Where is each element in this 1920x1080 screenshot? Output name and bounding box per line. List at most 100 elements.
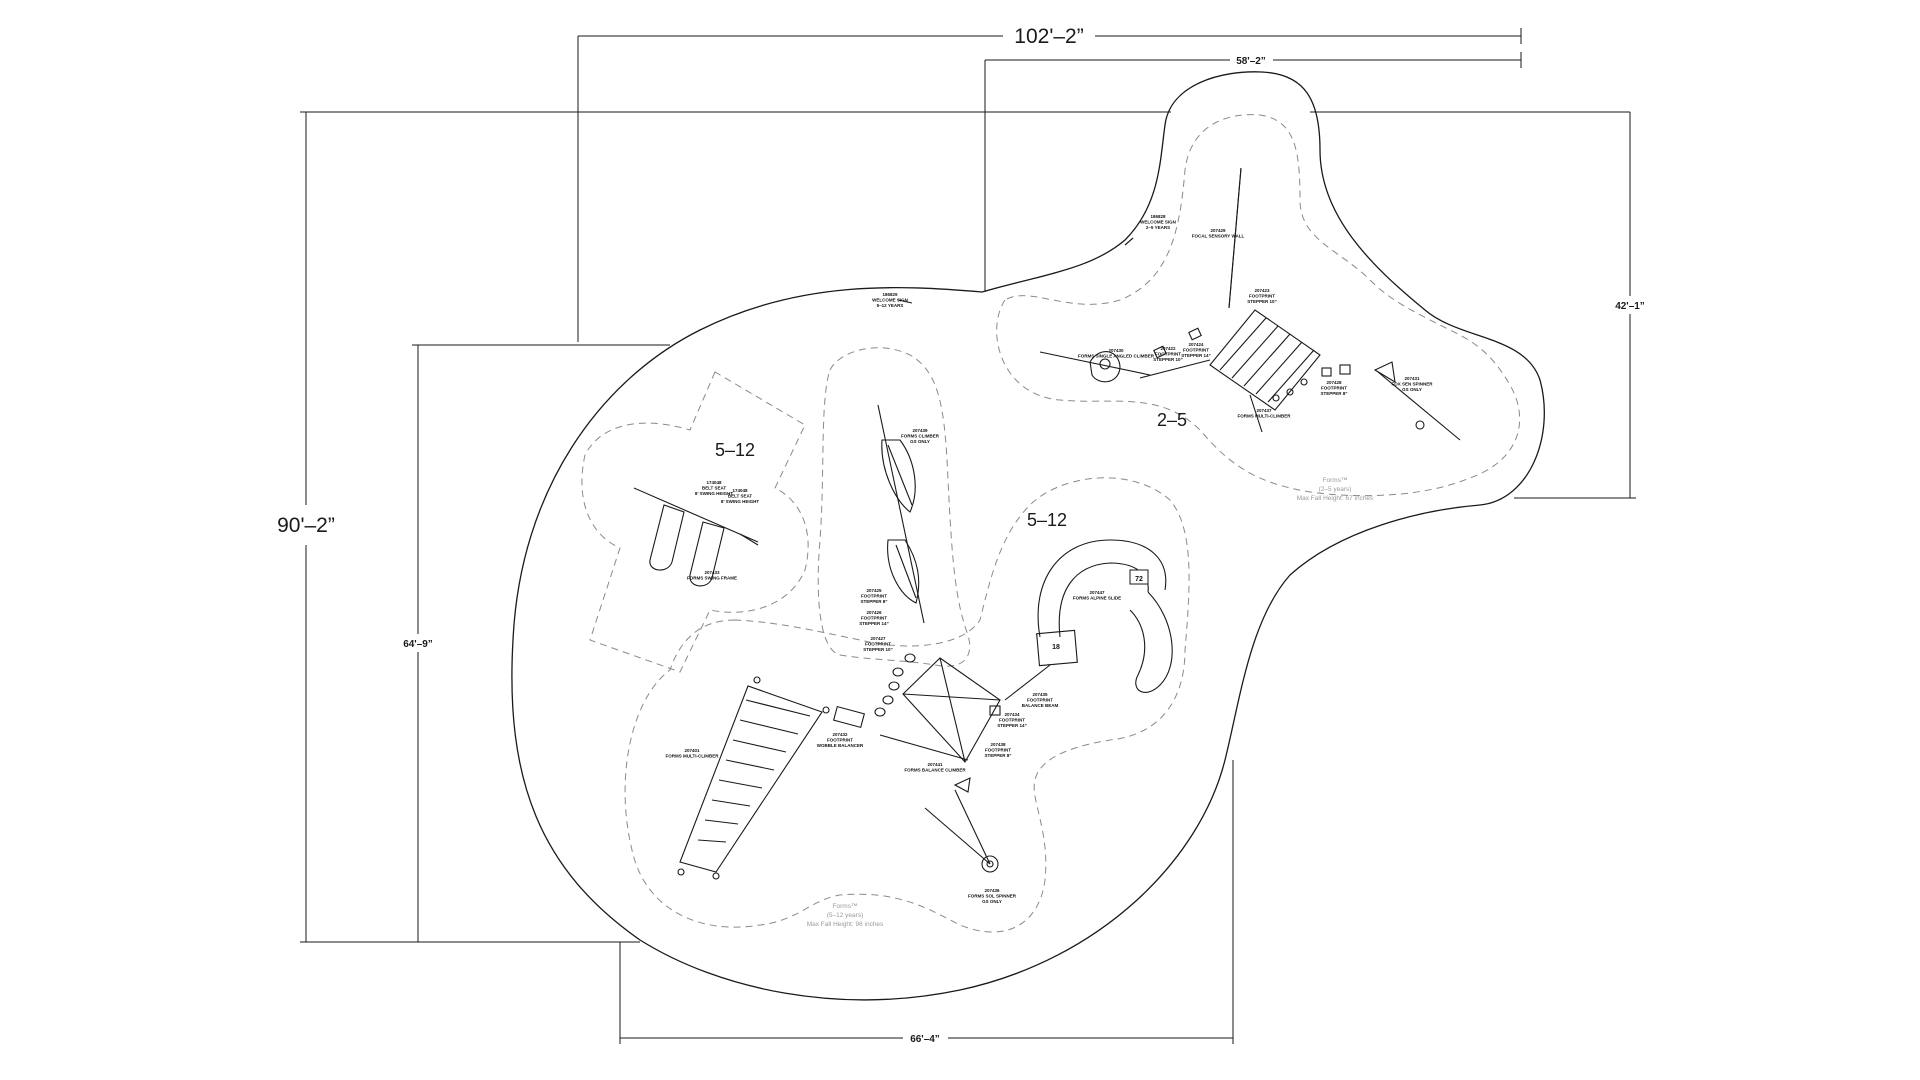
component-name: FORMS BALANCE CLIMBER — [904, 768, 966, 773]
component-code: 207447 — [1089, 590, 1105, 595]
component-code: 207434 — [1004, 712, 1020, 717]
welcome-sign-symbols — [897, 237, 1134, 304]
component-code: 207429 — [1210, 228, 1226, 233]
zone-note-ages: (2–5 years) — [1319, 486, 1352, 493]
component-name: FORMS SOL SPINNER — [968, 894, 1017, 899]
component-code: 207431 — [1404, 376, 1420, 381]
component-detail: GS ONLY — [1402, 387, 1422, 392]
component-code: 207439 — [912, 428, 928, 433]
sol-spinner-symbol — [924, 777, 999, 873]
component-detail: STEPPER 14” — [997, 723, 1027, 728]
climber-use-zone — [817, 347, 971, 667]
component-code: 207430 — [1108, 348, 1124, 353]
component-code: 186828 — [1150, 214, 1166, 219]
dimension-upper-width: 58'–2” — [1236, 56, 1266, 67]
component-detail: STEPPER 8” — [860, 599, 887, 604]
component-code: 207424 — [1188, 342, 1204, 347]
swing-use-zone — [581, 371, 809, 673]
component-code: 207438 — [990, 742, 1006, 747]
component-name: FOOTPRINT — [1321, 386, 1347, 391]
center-steppers — [832, 653, 1001, 729]
component-code: 207441 — [927, 762, 943, 767]
component-detail: GS ONLY — [982, 899, 1002, 904]
fox-spinner-symbol — [1373, 361, 1461, 441]
zone-note-ages: (5–12 years) — [827, 912, 864, 919]
component-name: FOOTPRINT — [1183, 348, 1209, 353]
component-code: 174048 — [732, 488, 748, 493]
component-code: 207426 — [866, 610, 882, 615]
component-code: 207401 — [684, 748, 700, 753]
component-detail: STEPPER 14” — [1181, 353, 1211, 358]
component-code: 207433 — [704, 570, 720, 575]
toddler-steppers — [1153, 327, 1351, 377]
component-name: FORMS MULTI-CLIMBER — [666, 754, 720, 759]
component-detail: STEPPER 8” — [1320, 391, 1347, 396]
use-zones — [581, 114, 1521, 933]
zone-note-name: Forms™ — [833, 903, 858, 910]
component-code: 207427 — [870, 636, 886, 641]
component-name: FOOTPRINT — [999, 718, 1025, 723]
zone-label-toddler: 2–5 — [1157, 410, 1187, 430]
component-code: 174048 — [706, 480, 722, 485]
component-name: BELT SEAT — [702, 486, 727, 491]
component-name: FOOTPRINT — [861, 594, 887, 599]
component-code: 207423 — [1254, 288, 1270, 293]
component-name: WELCOME SIGN — [1140, 220, 1176, 225]
slide-marker-slide: 72 — [1135, 576, 1143, 583]
component-name: FOOTPRINT — [865, 642, 891, 647]
component-name: FOOTPRINT — [985, 748, 1011, 753]
component-detail: 8’ SWING HEIGHT — [721, 499, 760, 504]
component-code: 207437 — [1256, 408, 1272, 413]
component-detail: STEPPER 10” — [863, 647, 893, 652]
dimension-right-height: 42'–1” — [1615, 301, 1645, 312]
dimension-inner-height: 64'–9” — [403, 639, 433, 650]
dimension-overall-width: 102'–2” — [1014, 25, 1083, 48]
zone-note-school-age: Forms™ (5–12 years) Max Fall Height: 96 … — [807, 903, 884, 928]
balance-climber-symbol — [879, 657, 1051, 763]
component-detail: STEPPER 10” — [1153, 357, 1183, 362]
alpine-slide-symbol: 18 72 — [1036, 539, 1173, 693]
component-name: BELT SEAT — [728, 494, 753, 499]
component-detail: STEPPER 14” — [859, 621, 889, 626]
component-name: FORMS SWING FRAME — [687, 576, 737, 581]
component-name: WELCOME SIGN — [872, 298, 908, 303]
angled-climber-symbol — [1039, 351, 1211, 383]
component-detail: GS ONLY — [910, 439, 930, 444]
slide-marker-platform: 18 — [1052, 644, 1060, 651]
component-name: FOOTPRINT — [1155, 352, 1181, 357]
toddler-use-zone — [996, 114, 1521, 497]
component-code: 186829 — [882, 292, 898, 297]
site-boundary — [511, 71, 1545, 1001]
component-detail: STEPPER 10” — [1247, 299, 1277, 304]
zone-note-height: Max Fall Height: 67 inches — [1297, 495, 1374, 502]
zone-note-height: Max Fall Height: 96 inches — [807, 921, 884, 928]
component-name: FOOTPRINT — [861, 616, 887, 621]
toddler-multi-climber-symbol — [1209, 309, 1321, 433]
dimension-overall-height: 90'–2” — [277, 514, 335, 537]
component-detail: BALANCE BEAM — [1022, 703, 1059, 708]
component-code: 207432 — [832, 732, 848, 737]
component-name: FOOTPRINT — [1027, 698, 1053, 703]
component-code: 207428 — [1326, 380, 1342, 385]
component-detail: STEPPER 8” — [984, 753, 1011, 758]
